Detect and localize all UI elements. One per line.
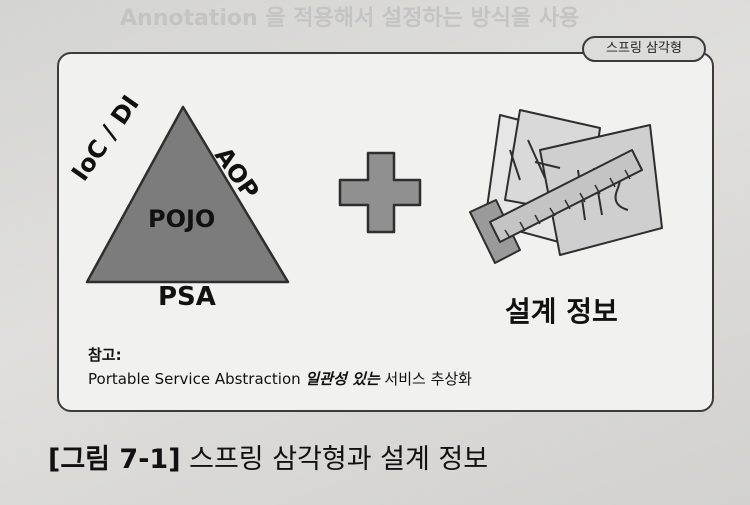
design-info-label: 설계 정보 [505,295,618,328]
note-emphasis: 일관성 있는 [305,370,380,388]
note-suffix: 서비스 추상화 [379,370,472,388]
psa-label: PSA [158,282,216,312]
spring-triangle [85,105,290,284]
spring-triangle-badge: 스프링 삼각형 [582,36,706,62]
blueprint-icon [469,109,663,264]
note-prefix: Portable Service Abstraction [88,370,306,388]
plus-icon [338,151,422,234]
figure-caption: [그림 7-1] 스프링 삼각형과 설계 정보 [48,437,488,476]
note-text: Portable Service Abstraction 일관성 있는 서비스 … [88,368,472,389]
note-title: 참고: [88,346,122,364]
figure-number: [그림 7-1] [48,444,181,475]
pojo-label: POJO [148,205,216,233]
faded-background-text: Annotation 을 적용해서 설정하는 방식을 사용 [120,6,580,31]
figure-title: 스프링 삼각형과 설계 정보 [180,444,489,475]
